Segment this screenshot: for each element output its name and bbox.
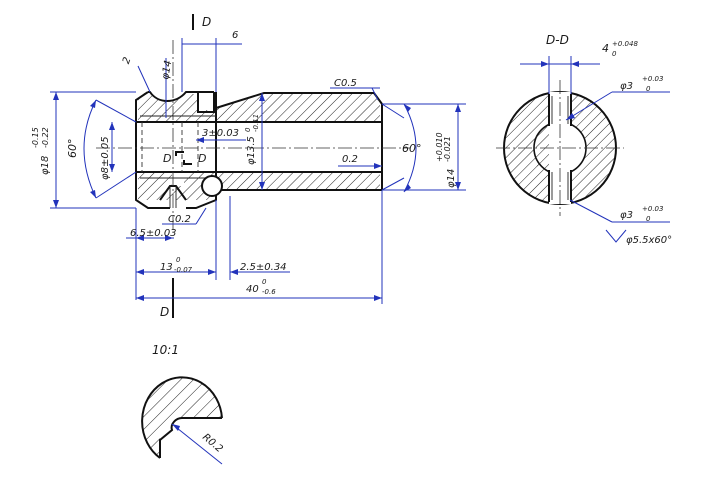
- dim-dia14-right: φ14: [446, 169, 457, 188]
- dim-dia8: φ8±0.05: [100, 136, 111, 180]
- outline-inner-step: [140, 115, 216, 179]
- dim-c05: C0.5: [334, 78, 357, 89]
- dim-13-tol-low: -0.07: [174, 266, 193, 274]
- dim-c02: C0.2: [168, 214, 191, 225]
- sec-dia3-top-tol-low: 0: [646, 85, 651, 93]
- detail-view: 10:1 R0.2: [141, 343, 225, 465]
- dim-25: 2.5±0.34: [240, 262, 287, 273]
- hatch-tube-bottom: [216, 172, 380, 190]
- outline-flange-top: [148, 91, 214, 102]
- dim-40-tol-low: -0.6: [262, 288, 276, 296]
- outline-main: [135, 91, 170, 209]
- dim-dia14-right-tol-low: -0.021: [443, 136, 452, 162]
- dim-angle-right: 60°: [402, 142, 422, 155]
- sec-left-d: D: [163, 152, 171, 165]
- sec-dia3-bottom-tol-up: +0.03: [642, 205, 663, 213]
- sec-countersink: φ5.5x60°: [626, 235, 672, 246]
- section-label-bottom: D: [160, 305, 169, 319]
- dim-top-2: 2: [121, 56, 134, 66]
- sec-dia3-top-tol-up: +0.03: [642, 75, 663, 83]
- dim-dia14: φ14: [160, 60, 174, 81]
- sec-dia3-top: φ3: [620, 81, 633, 92]
- dim-13: 13: [160, 262, 173, 273]
- dim-dia13-tol-low: -0.11: [252, 114, 260, 132]
- dim-dia13: φ13.5: [246, 136, 257, 165]
- sec-dia3-bottom: φ3: [620, 210, 633, 221]
- detail-scale: 10:1: [152, 343, 179, 357]
- dim-dia14-right-tol-up: +0.010: [435, 132, 444, 162]
- cross-hole: [201, 175, 223, 197]
- dim-dia18-tol-up: -0.15: [31, 127, 40, 148]
- dim-dia18: φ18: [40, 156, 51, 175]
- hatch-tube-top: [216, 94, 380, 122]
- outline-slot: [197, 92, 215, 113]
- detail-radius: R0.2: [200, 432, 225, 455]
- section-view: D-D 4 +0.048 0 φ3 +0.03 0 φ3: [496, 33, 672, 246]
- countersink-bottom-lines: [169, 186, 177, 208]
- dim-02: 0.2: [342, 154, 358, 165]
- sec-dim-4-tol-low: 0: [612, 50, 617, 58]
- outline-flange-right: [186, 92, 217, 209]
- dim-dia13-tol-up: 0: [244, 127, 252, 132]
- sec-dim-4: 4: [602, 42, 609, 55]
- main-view: D D 6 2 φ14 C0.5 φ18 -0.15 -0.22: [31, 14, 466, 319]
- sec-dim-4-tol-up: +0.048: [612, 40, 638, 48]
- section-title: D-D: [546, 33, 569, 47]
- sec-right-d: D: [198, 152, 206, 165]
- dim-dia18-tol-low: -0.22: [41, 127, 50, 148]
- dim-40: 40: [246, 284, 259, 295]
- dim-top-6: 6: [232, 30, 238, 41]
- hatch-flange-top: [138, 93, 216, 122]
- dim-angle-left: 60°: [66, 139, 79, 159]
- dim-3: 3±0.03: [202, 128, 239, 139]
- sec-dia3-bottom-tol-low: 0: [646, 215, 651, 223]
- dim-13-tol-up: 0: [176, 256, 181, 264]
- dim-40-tol-up: 0: [262, 278, 267, 286]
- section-label-top: D: [202, 15, 211, 29]
- dim-65: 6.5±0.03: [130, 228, 177, 239]
